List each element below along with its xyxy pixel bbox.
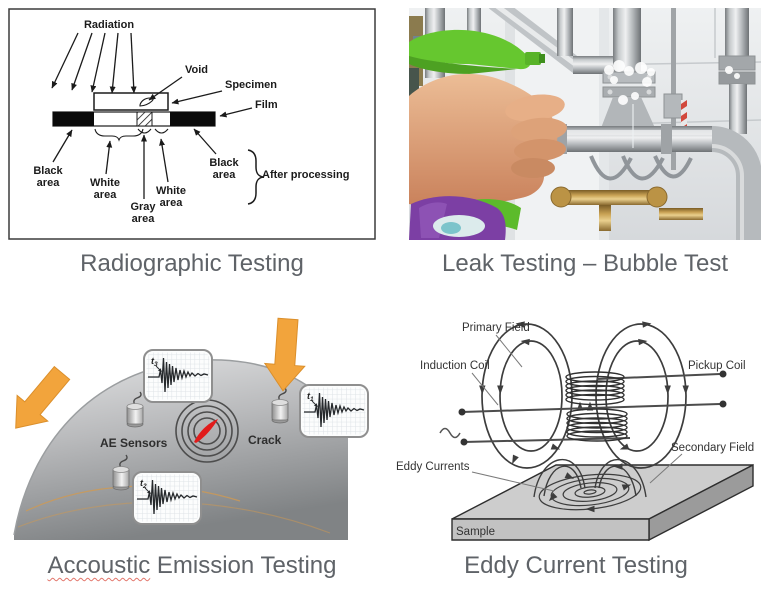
radiographic-diagram: Radiation Void Specimen Film Black area … xyxy=(8,8,376,240)
spray-bottle-head xyxy=(409,29,545,74)
acoustic-emission-diagram: AE Sensors Crack t3 t1 t2 xyxy=(0,317,369,540)
svg-text:area: area xyxy=(213,169,237,181)
t2-label: t xyxy=(140,478,144,488)
ac-sine-symbol xyxy=(439,427,461,439)
svg-text:area: area xyxy=(94,189,118,201)
card-eddy: Sample xyxy=(384,295,768,580)
caption-radiographic: Radiographic Testing xyxy=(8,250,376,278)
card-acoustic: AE Sensors Crack t3 t1 t2 Accoustic Emis… xyxy=(0,295,384,580)
svg-text:area: area xyxy=(160,197,184,209)
label-secondary-field: Secondary Field xyxy=(671,442,754,454)
label-film: Film xyxy=(255,99,278,111)
after-processing-brace xyxy=(247,149,264,205)
specimen-rect xyxy=(93,92,169,111)
label-crack: Crack xyxy=(248,433,282,447)
purple-bottle xyxy=(409,196,506,240)
weld-seam xyxy=(25,485,241,512)
brass-fittings xyxy=(550,186,703,231)
caption-acoustic: Accoustic Emission Testing xyxy=(0,552,384,580)
svg-text:White: White xyxy=(90,177,120,189)
label-radiation: Radiation xyxy=(84,19,134,31)
eddy-current-diagram: Sample xyxy=(396,320,754,542)
svg-text:White: White xyxy=(156,185,186,197)
hanging-coils xyxy=(589,155,693,181)
caption-eddy: Eddy Current Testing xyxy=(384,552,768,580)
leak-testing-photo xyxy=(409,8,761,240)
film-strip xyxy=(52,111,216,127)
t3-sub: 3 xyxy=(154,361,158,368)
svg-text:t3: t3 xyxy=(151,356,158,368)
caption-acoustic-misspelled-word: Accoustic xyxy=(47,552,151,579)
hand xyxy=(409,73,567,207)
soap-suds xyxy=(604,60,740,105)
svg-text:Gray: Gray xyxy=(130,201,156,213)
caption-radiographic-text: Radiographic Testing xyxy=(80,250,304,277)
label-specimen: Specimen xyxy=(225,79,277,91)
t1-label: t xyxy=(307,391,311,401)
primary-field-loops xyxy=(481,323,687,469)
waveform-box-t2: t2 xyxy=(132,471,202,525)
t2-sub: 2 xyxy=(142,483,147,490)
label-eddy-currents: Eddy Currents xyxy=(396,461,470,473)
caption-eddy-text: Eddy Current Testing xyxy=(464,552,688,579)
svg-text:area: area xyxy=(132,213,156,225)
svg-text:Black: Black xyxy=(209,157,239,169)
caption-leak-text: Leak Testing – Bubble Test xyxy=(442,250,728,277)
card-radiographic: Radiation Void Specimen Film Black area … xyxy=(8,8,376,278)
label-induction-coil: Induction Coil xyxy=(420,360,490,372)
label-ae-sensors: AE Sensors xyxy=(100,436,168,450)
main-horizontal-pipe xyxy=(547,124,761,240)
caption-leak: Leak Testing – Bubble Test xyxy=(409,250,761,278)
fingers xyxy=(505,94,567,178)
waveform-box-t1: t1 xyxy=(299,384,369,438)
t3-label: t xyxy=(151,356,155,366)
label-after-processing: After processing xyxy=(262,169,349,181)
svg-text:t1: t1 xyxy=(307,391,314,403)
coils xyxy=(565,371,628,442)
svg-text:area: area xyxy=(37,177,61,189)
label-void: Void xyxy=(185,64,208,76)
t1-sub: 1 xyxy=(310,396,314,403)
waveform-box-t3: t3 xyxy=(143,349,213,403)
area-labels: Black area White area Gray area White ar… xyxy=(33,128,240,225)
svg-text:t2: t2 xyxy=(140,478,147,490)
caption-acoustic-rest: Emission Testing xyxy=(156,552,337,579)
card-leak: Leak Testing – Bubble Test xyxy=(409,8,761,278)
sample-slab: Sample xyxy=(451,463,754,542)
svg-text:Black: Black xyxy=(33,165,63,177)
label-pickup-coil: Pickup Coil xyxy=(688,360,746,372)
label-primary-field: Primary Field xyxy=(462,322,530,334)
film-underbraces xyxy=(94,128,169,142)
radiation-arrows xyxy=(51,32,137,94)
crack-shape xyxy=(194,419,218,443)
label-sample: Sample xyxy=(456,526,495,538)
